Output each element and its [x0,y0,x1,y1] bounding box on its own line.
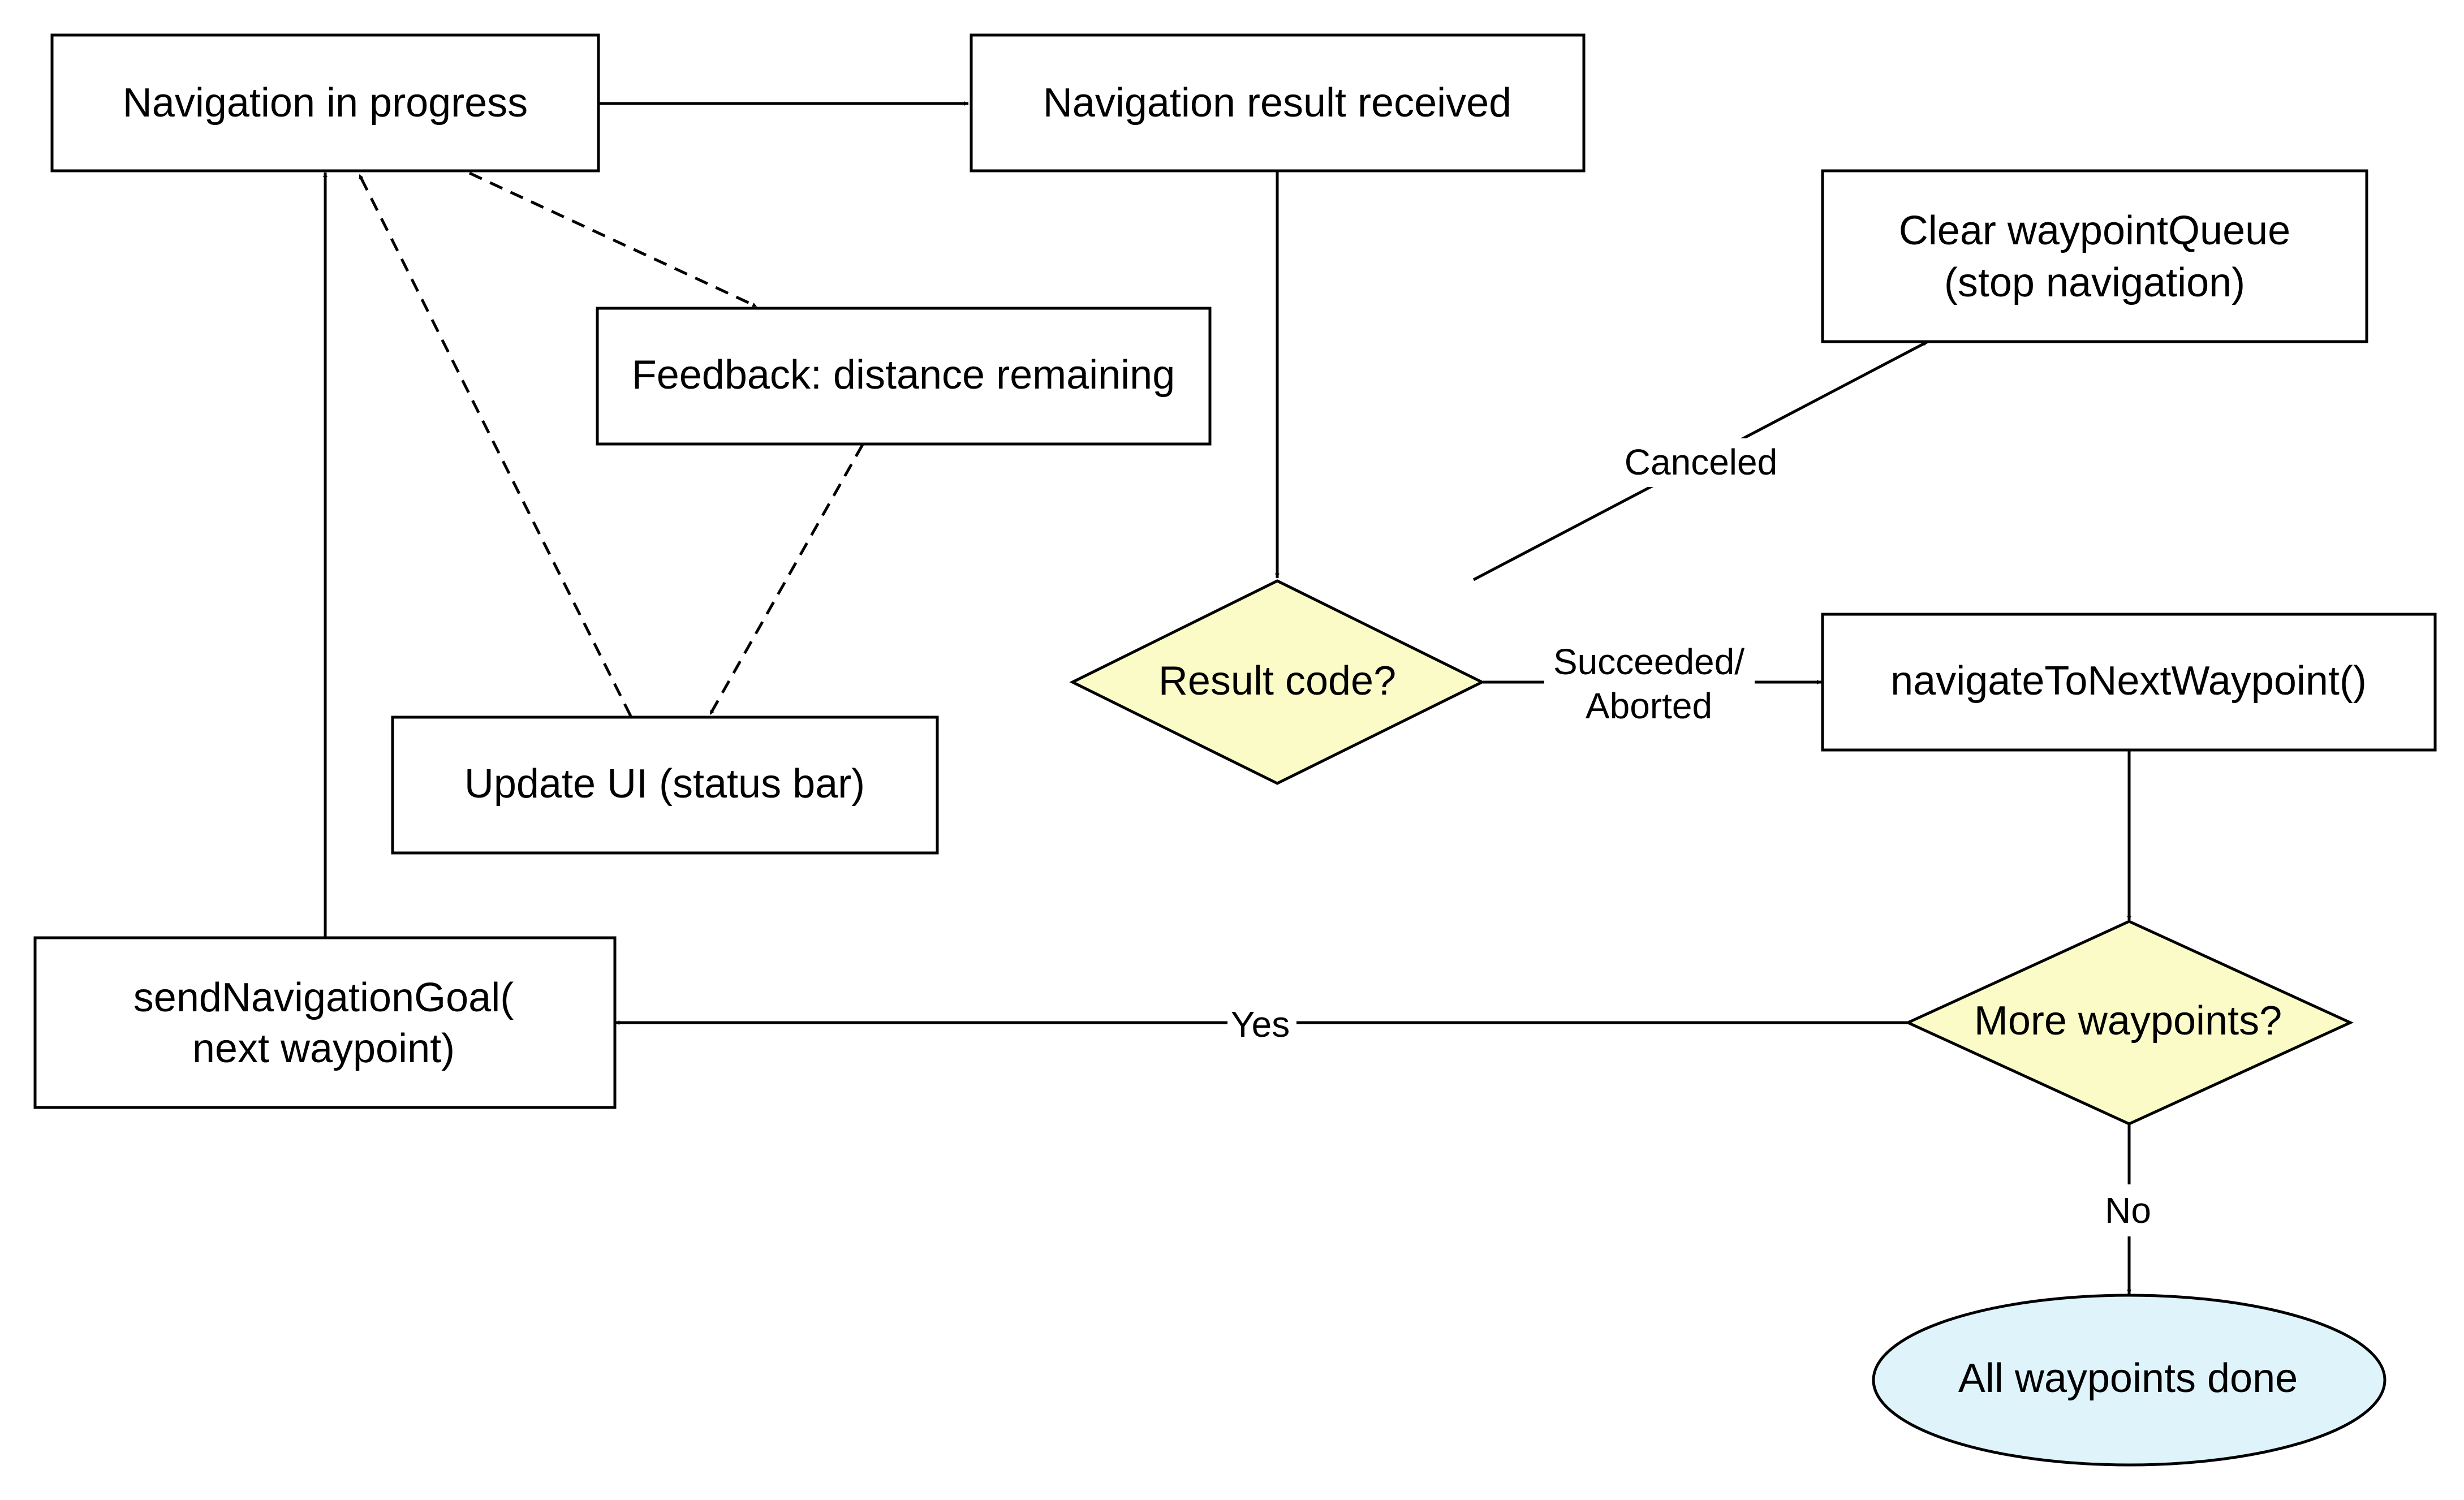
node-more-waypoints[interactable]: More waypoints? [1904,920,2354,1126]
node-nav-in-progress-label: Navigation in progress [123,80,528,126]
node-clear-queue[interactable]: Clear waypointQueue (stop navigation) [1821,169,2368,343]
node-send-goal-label-line1: sendNavigationGoal( [133,975,514,1020]
label-bg-no [2100,1184,2159,1236]
node-nav-in-progress[interactable]: Navigation in progress [50,33,600,173]
edge-label-yes: Yes [1231,1004,1290,1045]
edge-labels: Canceled Succeeded/ Aborted Yes No [1227,438,2159,1236]
edge-label-canceled: Canceled [1625,442,1777,482]
edge-ui-to-progress [357,173,632,717]
node-navigate-next-label: navigateToNextWaypoint() [1890,658,2367,704]
node-all-done[interactable]: All waypoints done [1872,1294,2387,1467]
edge-progress-to-feedback [468,171,758,308]
node-send-goal-label-line2: next waypoint) [192,1026,455,1071]
node-navigate-next[interactable]: navigateToNextWaypoint() [1821,613,2437,752]
node-feedback[interactable]: Feedback: distance remaining [596,307,1212,446]
node-clear-queue-label-line2: (stop navigation) [1944,260,2245,305]
node-all-done-label: All waypoints done [1958,1356,2298,1401]
label-bg-canceled [1612,438,1787,487]
node-result-code[interactable]: Result code? [1069,579,1485,785]
label-bg-succeeded [1544,636,1755,732]
node-update-ui-label: Update UI (status bar) [464,761,865,807]
node-nav-result-received-label: Navigation result received [1043,80,1511,126]
label-bg-yes [1227,999,1296,1046]
edge-feedback-to-ui [708,443,864,716]
node-send-goal[interactable]: sendNavigationGoal( next waypoint) [33,936,617,1109]
node-update-ui[interactable]: Update UI (status bar) [391,715,939,855]
nodes: Navigation in progress Navigation result… [33,33,2437,1467]
node-feedback-label: Feedback: distance remaining [632,352,1175,398]
edge-label-aborted: Aborted [1586,686,1712,726]
edge-label-succeeded: Succeeded/ [1553,641,1744,682]
node-nav-result-received[interactable]: Navigation result received [970,33,1586,173]
node-clear-queue-label-line1: Clear waypointQueue [1899,208,2290,253]
node-result-code-label: Result code? [1158,658,1396,704]
edge-label-no: No [2105,1190,2151,1231]
node-more-waypoints-label: More waypoints? [1974,998,2282,1044]
